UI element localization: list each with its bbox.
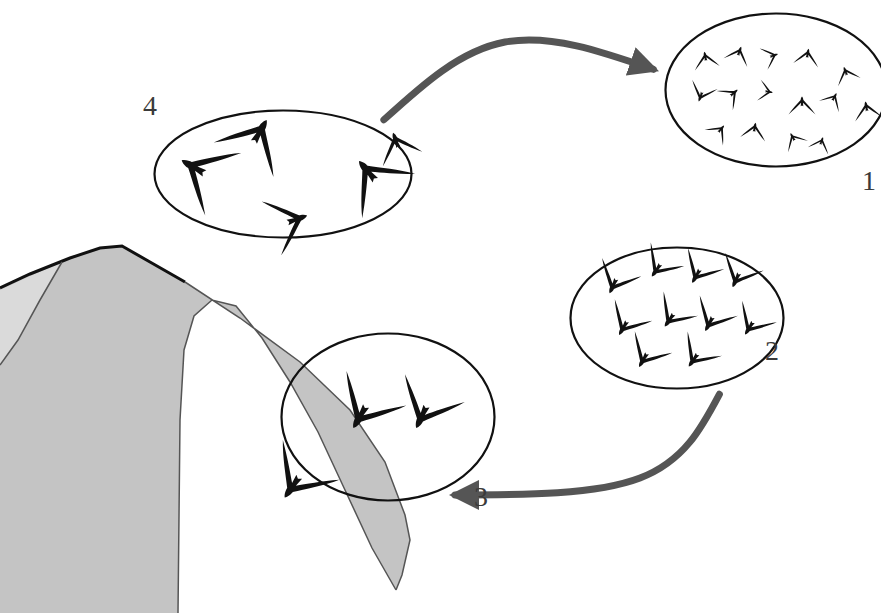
swift-bird <box>686 296 738 342</box>
swift-bird <box>852 99 881 121</box>
swift-bird <box>781 128 808 153</box>
group-ellipse: 4 <box>153 109 413 239</box>
swift-bird <box>692 50 720 71</box>
ellipse-outline <box>569 246 785 390</box>
swift-bird <box>600 299 652 346</box>
swift-bird <box>760 43 782 70</box>
swift-bird <box>262 189 317 256</box>
swift-bird <box>674 248 724 293</box>
swift-bird <box>808 134 833 155</box>
rock-edge <box>0 262 410 613</box>
swift-bird <box>757 80 774 103</box>
group-number: 2 <box>765 336 779 366</box>
group-number: 1 <box>862 166 876 196</box>
ellipse-border <box>155 111 412 238</box>
swift-bird <box>789 96 816 114</box>
swift-bird <box>740 121 768 142</box>
ellipse-outline <box>664 12 881 168</box>
swift-bird <box>386 374 464 442</box>
ellipse-border <box>571 248 784 389</box>
swift-bird <box>717 80 746 110</box>
group-number: 4 <box>143 91 157 121</box>
swift-bird <box>819 88 846 113</box>
swift-bird <box>686 80 718 106</box>
swift-bird <box>724 43 753 67</box>
swift-flock <box>164 43 881 518</box>
group-ellipse: 1 <box>664 12 881 168</box>
ellipse-outline <box>153 109 413 239</box>
ellipse-border <box>282 334 495 501</box>
ellipse-border <box>666 14 881 167</box>
group-ellipse: 3 <box>280 332 496 502</box>
swift-bird <box>705 118 734 146</box>
flow-arrow <box>384 40 653 120</box>
swift-bird <box>164 129 242 215</box>
swift-bird <box>256 440 339 517</box>
rock-arch <box>0 246 410 613</box>
swift-bird <box>590 258 641 302</box>
swift-bird <box>833 63 861 86</box>
swift-bird <box>620 331 672 378</box>
ellipse-outline <box>280 332 496 502</box>
swift-bird <box>324 371 407 445</box>
swift-bird <box>214 103 297 177</box>
group-ellipse: 2 <box>569 246 785 390</box>
swift-bird <box>793 47 821 68</box>
swift-bird <box>648 292 698 339</box>
group-number: 3 <box>474 482 488 512</box>
swift-bird <box>672 332 722 379</box>
rock-outline <box>0 246 185 288</box>
